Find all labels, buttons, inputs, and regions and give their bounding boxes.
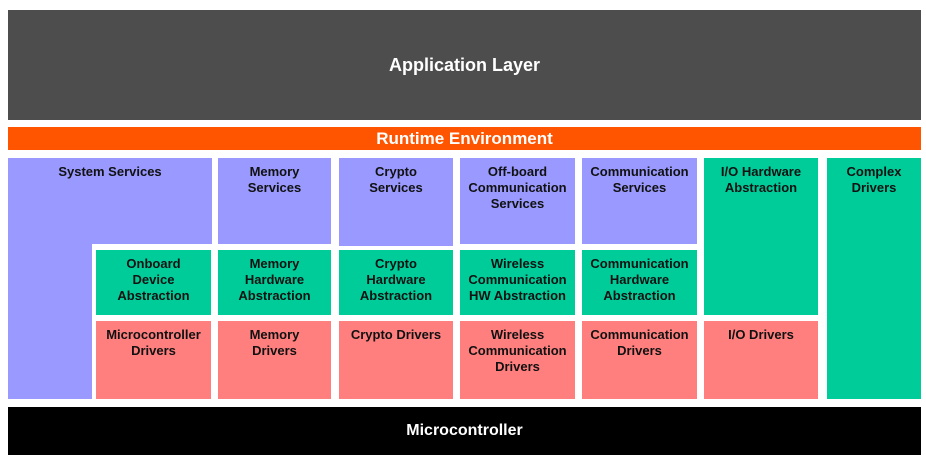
system-services-label: System Services: [58, 164, 162, 179]
crypto-services-label: Crypto Services: [369, 164, 423, 195]
io-hardware-abstraction: I/O Hardware Abstraction: [704, 158, 818, 315]
onboard-device-abstraction: Onboard Device Abstraction: [96, 250, 211, 315]
runtime-environment-label: Runtime Environment: [376, 128, 553, 148]
wireless-communication-hw-abstraction: Wireless Communication HW Abstraction: [460, 250, 575, 315]
io-drivers-label: I/O Drivers: [728, 327, 794, 342]
memory-hardware-abstraction-label: Memory Hardware Abstraction: [238, 256, 311, 303]
crypto-services: Crypto Services: [339, 158, 453, 246]
microcontroller-layer: Microcontroller: [8, 407, 921, 455]
io-hardware-abstraction-label: I/O Hardware Abstraction: [720, 164, 802, 195]
communication-hardware-abstraction-label: Communication Hardware Abstraction: [590, 256, 689, 303]
onboard-device-abstraction-label: Onboard Device Abstraction: [117, 256, 190, 303]
crypto-hardware-abstraction-label: Crypto Hardware Abstraction: [359, 256, 433, 303]
communication-services: Communication Services: [582, 158, 697, 244]
wireless-communication-drivers-label: Wireless Communication Drivers: [468, 327, 567, 374]
memory-hardware-abstraction: Memory Hardware Abstraction: [218, 250, 331, 315]
memory-services: Memory Services: [218, 158, 331, 244]
wireless-communication-drivers: Wireless Communication Drivers: [460, 321, 575, 399]
application-layer: Application Layer: [8, 10, 921, 120]
memory-services-label: Memory Services: [247, 164, 302, 195]
offboard-communication-services-label: Off-board Communication Services: [468, 164, 567, 211]
communication-services-label: Communication Services: [590, 164, 689, 195]
wireless-communication-hw-abstraction-label: Wireless Communication HW Abstraction: [468, 256, 567, 303]
offboard-communication-services: Off-board Communication Services: [460, 158, 575, 244]
microcontroller-layer-label: Microcontroller: [406, 422, 523, 439]
communication-drivers: Communication Drivers: [582, 321, 697, 399]
microcontroller-drivers-label: Microcontroller Drivers: [106, 327, 201, 358]
communication-drivers-label: Communication Drivers: [590, 327, 689, 358]
memory-drivers: Memory Drivers: [218, 321, 331, 399]
crypto-drivers-label: Crypto Drivers: [350, 327, 442, 342]
complex-drivers: Complex Drivers: [827, 158, 921, 399]
application-layer-label: Application Layer: [388, 54, 541, 75]
microcontroller-drivers: Microcontroller Drivers: [96, 321, 211, 399]
runtime-environment: Runtime Environment: [8, 127, 921, 150]
system-services: System Services: [8, 158, 212, 244]
memory-drivers-label: Memory Drivers: [249, 327, 300, 358]
io-drivers: I/O Drivers: [704, 321, 818, 399]
complex-drivers-label: Complex Drivers: [846, 164, 902, 195]
crypto-drivers: Crypto Drivers: [339, 321, 453, 399]
crypto-hardware-abstraction: Crypto Hardware Abstraction: [339, 250, 453, 315]
communication-hardware-abstraction: Communication Hardware Abstraction: [582, 250, 697, 315]
system-services-extension: [8, 244, 92, 399]
